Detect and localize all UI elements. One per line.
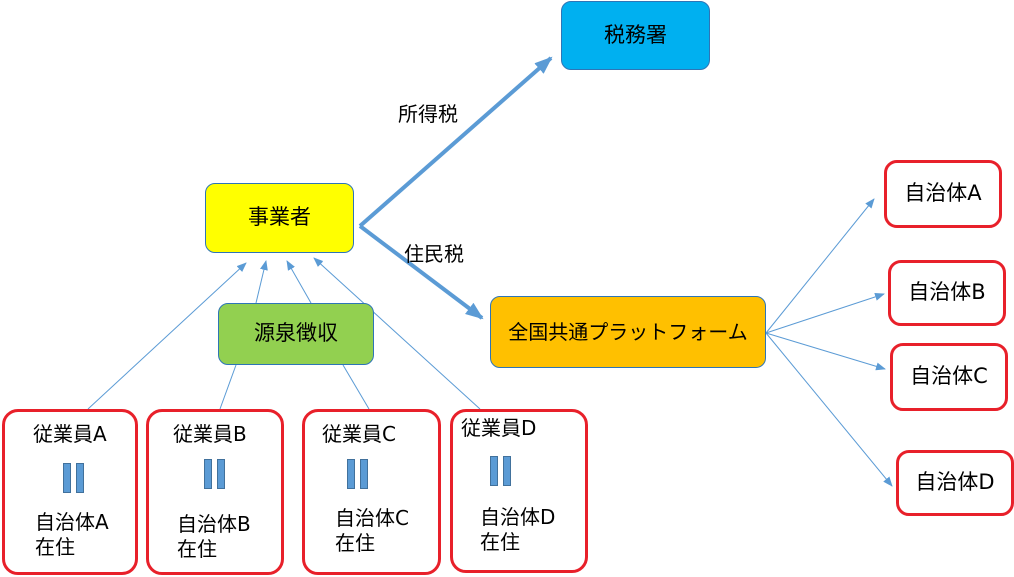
- resident-tax-arrow: [358, 224, 484, 320]
- income-tax-arrow: [358, 56, 553, 228]
- employee-b-line: [219, 364, 237, 410]
- equals-sign-icon: [490, 456, 512, 486]
- withholding-right-arrow: [286, 260, 312, 304]
- employee-c-residence: 自治体C 在住: [335, 506, 409, 555]
- withholding-left-arrow: [255, 260, 268, 304]
- employee-a-arrow: [87, 262, 247, 410]
- municipality-a-label: 自治体A: [904, 181, 982, 206]
- withholding-label: 源泉徴収: [254, 321, 338, 346]
- equals-sign-icon: [63, 463, 85, 493]
- platform-to-muni-d-arrow: [765, 332, 893, 487]
- municipality-d-label: 自治体D: [915, 470, 995, 495]
- employee-b-residence: 自治体B 在住: [177, 512, 251, 561]
- platform-box: 全国共通プラットフォーム: [490, 296, 766, 368]
- equals-sign-icon: [204, 459, 226, 489]
- employee-a-residence: 自治体A 在住: [35, 510, 109, 559]
- platform-label: 全国共通プラットフォーム: [508, 320, 748, 344]
- employer-label: 事業者: [248, 205, 311, 230]
- tax-office-box: 税務署: [561, 1, 710, 70]
- employee-c-line: [342, 364, 370, 410]
- platform-to-muni-a-arrow: [765, 198, 875, 334]
- municipality-c-box: 自治体C: [890, 343, 1008, 411]
- municipality-a-box: 自治体A: [884, 160, 1002, 228]
- employee-d-box: 従業員D 自治体D 在住: [450, 409, 588, 573]
- employee-b-box: 従業員B 自治体B 在住: [146, 409, 284, 575]
- tax-office-label: 税務署: [604, 22, 667, 47]
- employee-c-box: 従業員C 自治体C 在住: [302, 409, 441, 575]
- employer-box: 事業者: [205, 183, 354, 253]
- municipality-c-label: 自治体C: [910, 364, 988, 389]
- equals-sign-icon: [347, 459, 369, 489]
- employee-d-arrow: [313, 257, 481, 410]
- income-tax-label: 所得税: [398, 102, 458, 126]
- platform-to-muni-c-arrow: [765, 332, 886, 371]
- platform-to-muni-b-arrow: [765, 293, 885, 334]
- withholding-box: 源泉徴収: [218, 303, 374, 365]
- employee-d-name: 従業員D: [461, 416, 537, 440]
- employee-b-name: 従業員B: [173, 422, 247, 446]
- employee-d-residence: 自治体D 在住: [480, 505, 556, 554]
- employee-a-box: 従業員A 自治体A 在住: [2, 409, 138, 575]
- municipality-b-box: 自治体B: [888, 260, 1006, 326]
- resident-tax-label: 住民税: [404, 242, 464, 266]
- employee-a-name: 従業員A: [33, 422, 107, 446]
- municipality-d-box: 自治体D: [896, 450, 1014, 516]
- employee-c-name: 従業員C: [322, 422, 396, 446]
- municipality-b-label: 自治体B: [908, 280, 986, 305]
